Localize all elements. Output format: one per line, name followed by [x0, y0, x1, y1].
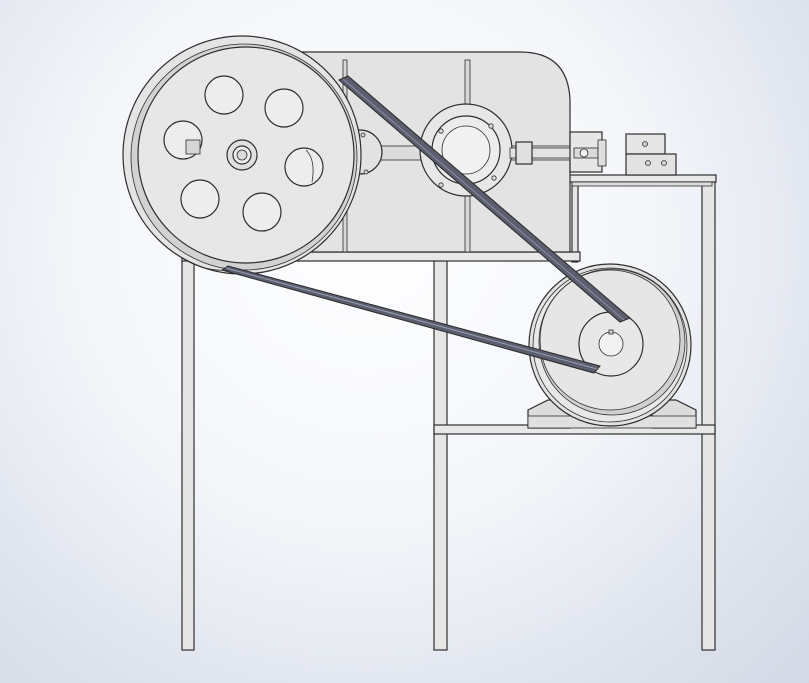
frame-beam-table	[566, 174, 717, 183]
frame-post-right-inner	[571, 179, 579, 263]
motor-pulley-hub	[598, 331, 624, 357]
frame-leg-middle	[433, 257, 448, 651]
pulley-hole	[180, 179, 220, 219]
drive-belts	[181, 75, 631, 374]
shaft-collar	[515, 141, 533, 165]
output-shaft-coupling	[509, 131, 607, 173]
bearing-blocks	[625, 133, 677, 176]
pulley-hole	[284, 147, 324, 187]
pulley-hole	[242, 192, 282, 232]
electric-motor	[527, 263, 697, 429]
large-driven-pulley	[122, 35, 362, 275]
frame-beam-table-under	[571, 181, 713, 187]
bearing-block-lower	[625, 153, 677, 176]
pulley-hole	[204, 75, 244, 115]
frame-leg-left	[181, 257, 195, 651]
gearbox-bearing-bore	[441, 125, 491, 175]
pulley-hole	[264, 88, 304, 128]
frame-leg-right	[701, 179, 716, 651]
